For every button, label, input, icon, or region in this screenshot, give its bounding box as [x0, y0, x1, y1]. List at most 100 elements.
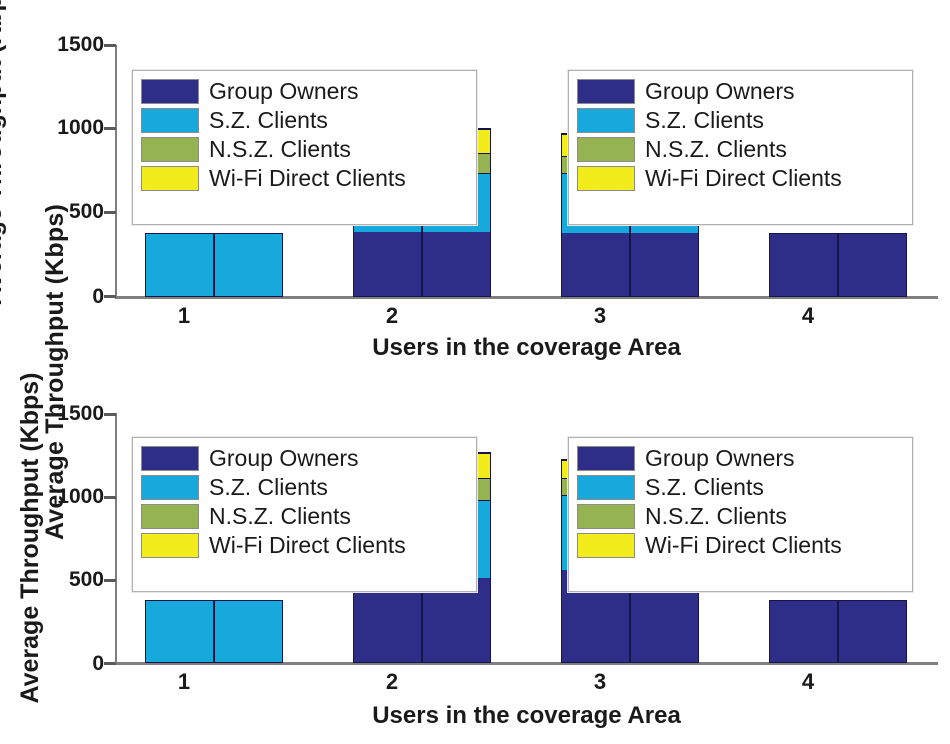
top-xtick-2: 2: [385, 303, 399, 328]
top-ytick-mark-1500: [104, 44, 116, 47]
stacked-bar[interactable]: [769, 233, 838, 297]
stacked-bar[interactable]: [145, 233, 214, 297]
legend-label: Wi-Fi Direct Clients: [209, 165, 406, 191]
bar-segment-group-owners: [423, 231, 490, 296]
swatch-wifi-direct-clients: [577, 166, 635, 191]
top-xtick-3: 3: [593, 303, 607, 328]
swatch-wifi-direct-clients: [577, 533, 635, 558]
legend-label: Wi-Fi Direct Clients: [209, 532, 406, 558]
legend-row[interactable]: N.S.Z. Clients: [141, 135, 468, 164]
swatch-group-owners: [577, 79, 635, 104]
legend-label: Group Owners: [209, 445, 359, 471]
legend-label: S.Z. Clients: [209, 107, 328, 133]
legend-label: N.S.Z. Clients: [645, 503, 787, 529]
swatch-nsz-clients: [577, 504, 635, 529]
top-x-axis-label: Users in the coverage Area: [372, 334, 681, 361]
top-ytick-500: 500: [68, 200, 104, 223]
legend-row[interactable]: Wi-Fi Direct Clients: [577, 164, 904, 193]
bar-segment-group-owners: [562, 232, 629, 296]
legend-row[interactable]: N.S.Z. Clients: [141, 502, 468, 531]
top-ytick-1500: 1500: [57, 33, 104, 56]
legend-row[interactable]: Group Owners: [577, 77, 904, 106]
bottom-bar-group-1[interactable]: [145, 413, 283, 663]
bottom-y-axis-line: [115, 413, 117, 664]
bottom-ytick-0: 0: [92, 652, 104, 675]
top-ytick-0: 0: [92, 285, 104, 308]
bottom-x-axis-label: Users in the coverage Area: [372, 702, 681, 729]
legend-label: Group Owners: [645, 445, 795, 471]
swatch-sz-clients: [141, 108, 199, 133]
swatch-nsz-clients: [141, 504, 199, 529]
bottom-ytick-mark-1500: [104, 413, 116, 416]
bottom-ytick-1000: 1000: [57, 485, 104, 508]
legend-label: S.Z. Clients: [645, 474, 764, 500]
legend-row[interactable]: Group Owners: [141, 444, 468, 473]
legend-row[interactable]: Wi-Fi Direct Clients: [141, 164, 468, 193]
bottom-x-axis-line: [115, 662, 938, 665]
bottom-xtick-2: 2: [385, 669, 399, 694]
top-y-tick-labels: 1500 1000 500 0: [0, 0, 104, 372]
legend-row[interactable]: N.S.Z. Clients: [577, 502, 904, 531]
bar-segment-s-z-clients: [146, 234, 213, 296]
legend-label: Wi-Fi Direct Clients: [645, 532, 842, 558]
swatch-sz-clients: [141, 475, 199, 500]
bottom-bar-group-4[interactable]: [769, 413, 907, 663]
stacked-bar[interactable]: [214, 599, 283, 663]
legend-row[interactable]: S.Z. Clients: [577, 473, 904, 502]
bar-segment-group-owners: [354, 578, 421, 662]
legend-row[interactable]: Group Owners: [577, 444, 904, 473]
top-ytick-mark-0: [104, 295, 116, 298]
swatch-nsz-clients: [577, 137, 635, 162]
legend-row[interactable]: N.S.Z. Clients: [577, 135, 904, 164]
bar-segment-group-owners: [423, 578, 490, 662]
legend-label: Wi-Fi Direct Clients: [645, 165, 842, 191]
swatch-group-owners: [577, 446, 635, 471]
swatch-wifi-direct-clients: [141, 166, 199, 191]
top-bar-group-4[interactable]: [769, 45, 907, 297]
legend-label: N.S.Z. Clients: [645, 136, 787, 162]
top-ytick-mark-1000: [104, 127, 116, 130]
top-xtick-1: 1: [177, 303, 191, 328]
top-x-axis-line: [115, 296, 938, 299]
bar-segment-s-z-clients: [215, 600, 282, 662]
legend-row[interactable]: Wi-Fi Direct Clients: [577, 531, 904, 560]
legend-label: S.Z. Clients: [645, 107, 764, 133]
bottom-xtick-4: 4: [801, 669, 815, 694]
legend-label: N.S.Z. Clients: [209, 136, 351, 162]
top-bar-group-1[interactable]: [145, 45, 283, 297]
top-chart-panel: 1500 1000 500 0 1 2 3 4 Users in the cov…: [0, 0, 938, 372]
bar-segment-s-z-clients: [215, 234, 282, 296]
stacked-bar[interactable]: [769, 599, 838, 663]
y-axis-label-bottom-panel: Average Throughput (Kbps): [16, 372, 44, 704]
stacked-bar[interactable]: [145, 599, 214, 663]
legend-label: N.S.Z. Clients: [209, 503, 351, 529]
legend-row[interactable]: S.Z. Clients: [141, 473, 468, 502]
stacked-bar[interactable]: [838, 233, 907, 297]
stacked-bar[interactable]: [838, 599, 907, 663]
bar-segment-group-owners: [631, 232, 698, 296]
bottom-ytick-mark-0: [104, 662, 116, 665]
bottom-ytick-mark-500: [104, 579, 116, 582]
top-y-axis-line: [115, 45, 117, 298]
bottom-y-tick-labels: 1500 1000 500 0: [0, 372, 104, 744]
legend-row[interactable]: S.Z. Clients: [577, 106, 904, 135]
swatch-wifi-direct-clients: [141, 533, 199, 558]
y-axis-label-top-panel: Average Throughput (Kbps): [0, 0, 7, 305]
bar-segment-s-z-clients: [146, 600, 213, 662]
legend-row[interactable]: Group Owners: [141, 77, 468, 106]
legend-row[interactable]: Wi-Fi Direct Clients: [141, 531, 468, 560]
stacked-bar[interactable]: [214, 233, 283, 297]
bar-segment-group-owners: [770, 234, 837, 296]
legend-row[interactable]: S.Z. Clients: [141, 106, 468, 135]
bar-segment-group-owners: [354, 231, 421, 296]
bottom-xtick-1: 1: [177, 669, 191, 694]
legend-label: Group Owners: [209, 78, 359, 104]
swatch-sz-clients: [577, 475, 635, 500]
top-ytick-1000: 1000: [57, 116, 104, 139]
swatch-nsz-clients: [141, 137, 199, 162]
